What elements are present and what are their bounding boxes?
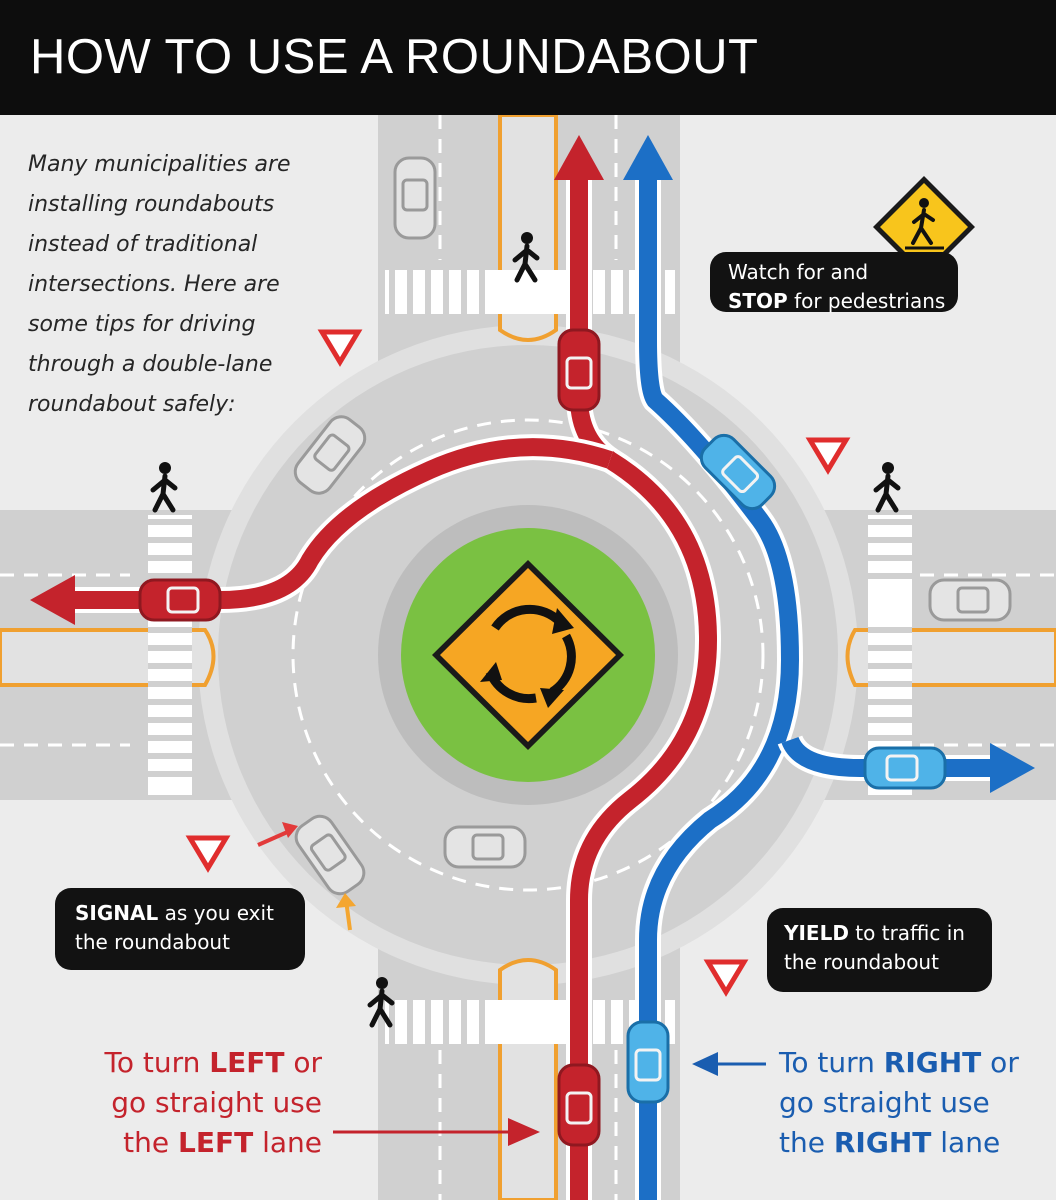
tip-line: Watch for and (728, 260, 869, 284)
yield-triangle-icon (317, 329, 363, 367)
tip-text: for pedestrians (787, 289, 946, 313)
right-lane-instruction: To turn RIGHT or go straight use the RIG… (779, 1043, 1049, 1163)
yield-triangle-icon (185, 835, 231, 873)
instruction-line: To turn LEFT or (60, 1043, 322, 1083)
instruction-text: lane (931, 1126, 1001, 1159)
turn-signal-indicators (257, 822, 356, 931)
signal-tip-callout: SIGNAL as you exit the roundabout (55, 888, 305, 970)
intro-line: instead of traditional (28, 232, 258, 257)
pedestrian-tip-callout: Watch for and STOP for pedestrians (710, 252, 958, 313)
tip-line: STOP for pedestrians (728, 287, 945, 316)
car-icon (294, 814, 366, 896)
intro-line: installing roundabouts (28, 192, 275, 217)
crosswalk-gaps (868, 519, 912, 777)
cars (138, 156, 1012, 1147)
arrow-north-red (554, 135, 604, 180)
crosswalk-west (148, 515, 192, 795)
arrow-west-red (30, 575, 75, 625)
tip-text: as you exit (158, 901, 274, 925)
instruction-text: To turn (104, 1046, 210, 1079)
instruction-line: the LEFT lane (60, 1123, 322, 1163)
instruction-line: To turn RIGHT or (779, 1043, 1049, 1083)
instruction-keyword: RIGHT (883, 1046, 982, 1079)
tip-line: YIELD to traffic in (784, 919, 972, 948)
instruction-keyword: RIGHT (833, 1126, 932, 1159)
pedestrian-icon (367, 977, 395, 1028)
pedestrians (150, 232, 901, 1028)
car-icon (293, 415, 367, 495)
pedestrian-icon (873, 462, 901, 513)
intro-line: Many municipalities are (28, 152, 291, 177)
intro-line: some tips for driving (28, 312, 256, 337)
crosswalks (148, 270, 912, 1044)
car-icon-red (557, 328, 601, 412)
car-icon (443, 825, 527, 869)
instruction-keyword: LEFT (177, 1126, 254, 1159)
yield-markers (185, 329, 851, 997)
pedestrian-icon (150, 462, 178, 513)
tip-text: to traffic in (848, 921, 965, 945)
roundabout-sign-icon (432, 560, 624, 750)
tip-line: SIGNAL as you exit (75, 899, 285, 928)
car-icon-blue (626, 1020, 670, 1104)
intro-text: Many municipalities are installing round… (28, 145, 328, 425)
intro-line: roundabout safely: (28, 392, 236, 417)
instruction-line: the RIGHT lane (779, 1123, 1049, 1163)
tip-keyword: YIELD (784, 921, 849, 945)
instruction-text: To turn (779, 1046, 884, 1079)
lane-divider-ring (291, 418, 765, 892)
car-icon (928, 578, 1012, 622)
tip-keyword: SIGNAL (75, 901, 159, 925)
instruction-text: lane (253, 1126, 322, 1159)
instruction-text: or (981, 1046, 1019, 1079)
yield-tip-callout: YIELD to traffic in the roundabout (767, 908, 992, 992)
yield-triangle-icon (805, 437, 851, 475)
page-title: HOW TO USE A ROUNDABOUT (30, 30, 759, 84)
tip-line: the roundabout (75, 930, 230, 954)
instruction-text: the (779, 1126, 834, 1159)
pedestrian-icon (512, 232, 540, 283)
south-splitter-island (498, 958, 558, 1200)
car-icon (393, 156, 437, 240)
callout-arrows (333, 1052, 766, 1146)
right-lane-path (623, 135, 1035, 1200)
tip-line: the roundabout (784, 950, 939, 974)
left-lane-path (30, 135, 722, 1200)
header-bar: HOW TO USE A ROUNDABOUT (0, 0, 1056, 115)
crosswalk-gaps (148, 519, 192, 777)
instruction-text: or (284, 1046, 322, 1079)
instruction-keyword: LEFT (209, 1046, 285, 1079)
left-lane-instruction: To turn LEFT or go straight use the LEFT… (60, 1043, 322, 1163)
car-icon-blue (863, 746, 947, 790)
intro-line: through a double-lane (28, 352, 273, 377)
intro-line: intersections. Here are (28, 272, 280, 297)
roundabout-diagram (0, 115, 1056, 1200)
car-icon-red (138, 578, 222, 622)
crosswalk-base (148, 515, 192, 795)
car-icon-red (557, 1063, 601, 1147)
instruction-text: the (123, 1126, 178, 1159)
arrow-east-blue (990, 743, 1035, 793)
central-island (378, 505, 678, 805)
instruction-line: go straight use (111, 1086, 322, 1119)
instruction-line: go straight use (779, 1086, 990, 1119)
pedestrian-crossing-sign-icon (873, 176, 975, 278)
yield-triangle-icon (703, 959, 749, 997)
car-icon-blue (699, 433, 777, 511)
arrow-north-blue (623, 135, 673, 180)
tip-keyword: STOP (728, 289, 788, 313)
